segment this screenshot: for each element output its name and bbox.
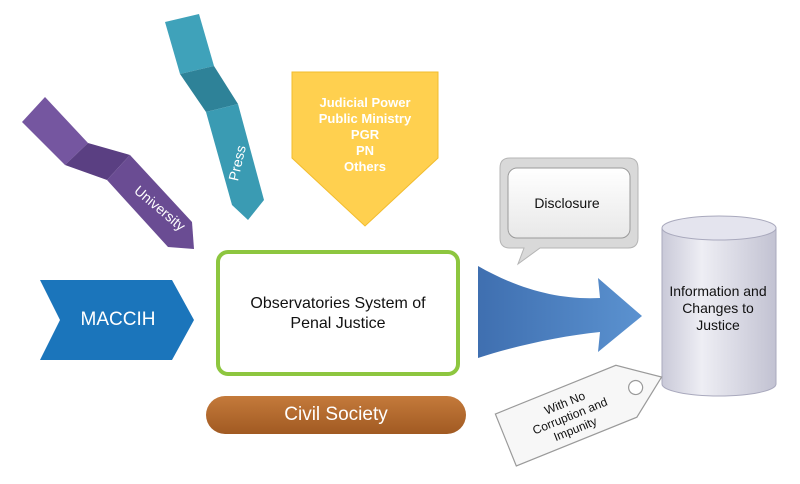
information-cylinder [661, 215, 777, 397]
disclosure-bubble [499, 157, 639, 266]
judicial-arrow [291, 71, 439, 227]
tag-hole-icon [628, 379, 644, 396]
judicial-line: Judicial Power [319, 95, 411, 110]
judicial-label: Judicial Power Public Ministry PGR PN Ot… [292, 95, 438, 175]
tag-shape [494, 364, 663, 467]
disclosure-label: Disclosure [534, 195, 600, 211]
maccih-label: MACCIH [80, 309, 156, 330]
civil-society-pill [206, 396, 466, 434]
information-label: Information and Changes to Justice [660, 283, 776, 334]
center-line-2: Penal Justice [290, 315, 386, 332]
information-line: Changes to [682, 300, 754, 316]
maccih-chevron [40, 280, 194, 360]
flow-arrow [478, 266, 642, 358]
judicial-line: PGR [350, 127, 380, 142]
judicial-line: Others [344, 159, 386, 174]
information-line: Justice [696, 317, 740, 333]
center-box [216, 250, 460, 376]
center-box-label: Observatories System of Penal Justice [222, 294, 454, 334]
center-line-1: Observatories System of [250, 295, 426, 312]
civil-society-label: Civil Society [284, 404, 388, 425]
press-arrow [165, 14, 264, 220]
information-line: Information and [669, 283, 767, 299]
judicial-line: Public Ministry [318, 111, 412, 126]
university-arrow [22, 97, 194, 249]
judicial-line: PN [355, 143, 375, 158]
